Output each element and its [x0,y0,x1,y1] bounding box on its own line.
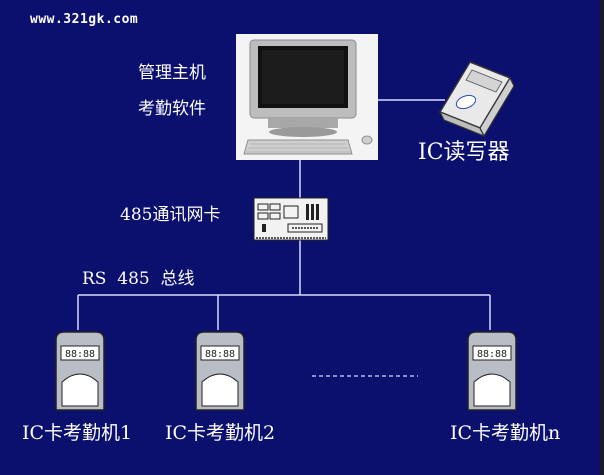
terminal-display-2: 88:88 [205,349,235,360]
site-watermark: www.321gk.com [30,12,139,27]
reader-label: IC读写器 [418,140,510,165]
terminal-icon-1 [55,331,105,411]
terminal-display-1: 88:88 [65,349,95,360]
network-card-icon [253,197,329,241]
terminal-display-n: 88:88 [477,349,507,360]
terminal-label-1: IC卡考勤机1 [22,422,133,444]
network-card-label: 485通讯网卡 [120,205,221,225]
host-label-line2: 考勤软件 [138,99,206,119]
host-label-line1: 管理主机 [138,63,206,83]
computer-icon [236,34,378,160]
bus-label: RS 485 总线 [82,269,195,289]
ic-reader-icon [438,61,515,138]
terminal-label-n: IC卡考勤机n [450,422,561,444]
terminal-label-2: IC卡考勤机2 [165,422,276,444]
right-border [600,0,604,475]
terminal-icon-2 [195,331,245,411]
terminal-icon-n [467,331,517,411]
